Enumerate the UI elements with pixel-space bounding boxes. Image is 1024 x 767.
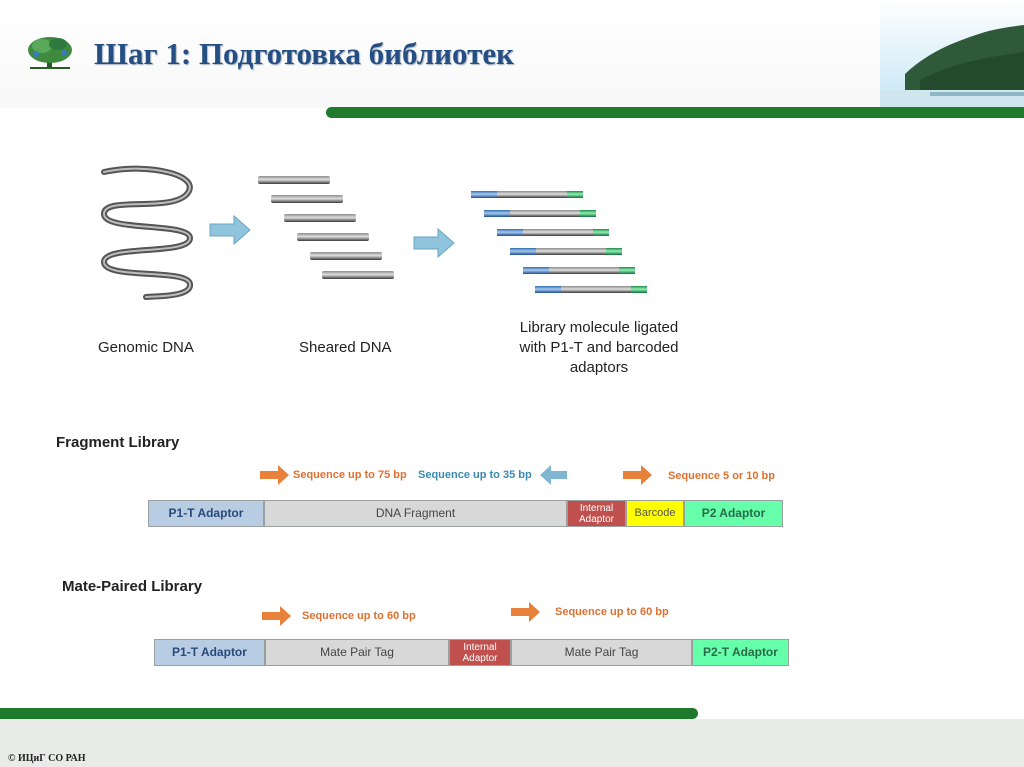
library-label-line-2: with P1-T and barcoded [519, 339, 679, 356]
copyright-text: © ИЦиГ СО РАН [8, 753, 86, 764]
sheared-dna-fragments [258, 176, 394, 279]
adaptor-label: Adaptor [578, 513, 615, 525]
internal-adaptor-segment: Internal Adaptor [449, 639, 511, 666]
page-title: Шаг 1: Подготовка библиотек [94, 36, 514, 71]
arrow-right-icon [262, 606, 291, 626]
dna-fragment-segment: DNA Fragment [264, 500, 567, 527]
p1-t-adaptor-segment: P1-T Adaptor [148, 500, 264, 527]
tree-logo-icon [28, 37, 72, 69]
mate-pair-tag-segment: Mate Pair Tag [511, 639, 692, 666]
fragment-library-title: Fragment Library [56, 434, 180, 451]
genomic-dna-icon [100, 165, 194, 300]
forest-landscape-image [880, 0, 1024, 107]
internal-label: Internal [463, 641, 497, 653]
fragment-seq-35-label: Sequence up to 35 bp [418, 469, 532, 481]
p1-t-adaptor-segment: P1-T Adaptor [154, 639, 265, 666]
header-divider [326, 107, 1024, 118]
sheared-dna-label: Sheared DNA [299, 339, 392, 356]
fragment-seq-barcode-label: Sequence 5 or 10 bp [668, 470, 775, 482]
fragment-seq-75-label: Sequence up to 75 bp [293, 469, 407, 481]
arrow-right-icon [623, 465, 652, 485]
library-molecules [471, 191, 647, 293]
library-molecule-label: Library molecule ligated with P1-T and b… [489, 318, 709, 378]
arrow-left-icon [540, 465, 567, 485]
arrow-right-icon [209, 214, 251, 246]
library-label-line-1: Library molecule ligated [519, 319, 679, 336]
mate-paired-library-title: Mate-Paired Library [62, 578, 203, 595]
arrow-right-icon [413, 227, 455, 259]
slide-footer [0, 719, 1024, 767]
arrow-right-icon [260, 465, 289, 485]
mate-seq-60-label-2: Sequence up to 60 bp [555, 606, 669, 618]
library-label-line-3: adaptors [569, 359, 629, 376]
genomic-dna-label: Genomic DNA [98, 339, 194, 356]
arrow-right-icon [511, 602, 540, 622]
footer-divider [0, 708, 698, 719]
internal-adaptor-segment: Internal Adaptor [567, 500, 626, 527]
barcode-segment: Barcode [626, 500, 684, 527]
p2-t-adaptor-segment: P2-T Adaptor [692, 639, 789, 666]
internal-label: Internal [579, 502, 614, 514]
adaptor-label: Adaptor [462, 652, 498, 664]
p2-adaptor-segment: P2 Adaptor [684, 500, 783, 527]
mate-pair-tag-segment: Mate Pair Tag [265, 639, 449, 666]
slide-header [0, 0, 1024, 108]
mate-seq-60-label-1: Sequence up to 60 bp [302, 610, 416, 622]
